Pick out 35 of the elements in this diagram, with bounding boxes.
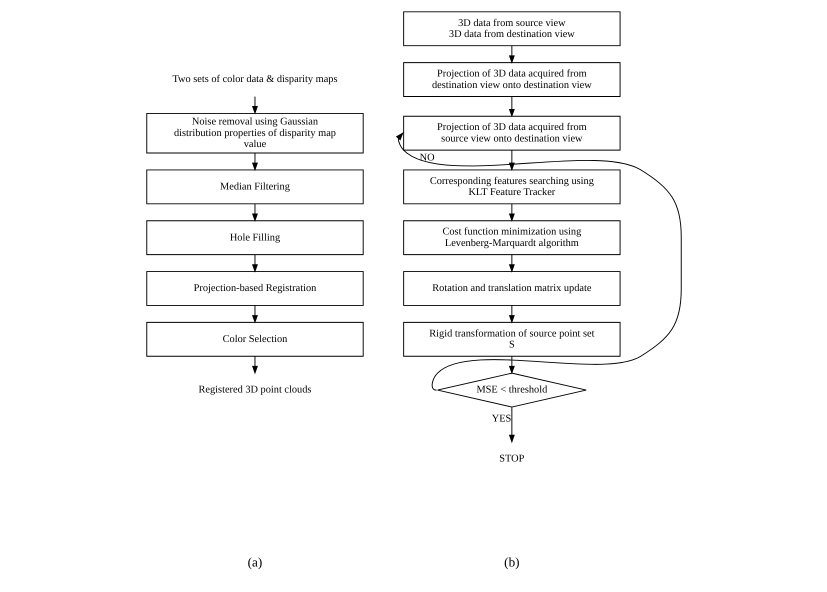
node-box: Cost function minimization using Levenberg-Marquardt algorithm bbox=[402, 220, 620, 256]
node-box: Rotation and translation matrix update bbox=[402, 271, 620, 306]
node-box: Projection-based Registration bbox=[146, 271, 364, 306]
node-diamond: MSE < threshold bbox=[436, 372, 586, 408]
arrow bbox=[252, 254, 258, 273]
node-box: Projection of 3D data acquired from destination view onto destination view bbox=[402, 62, 620, 97]
node-box: Rigid transformation of source point set S bbox=[402, 322, 620, 357]
arrow bbox=[252, 356, 258, 374]
arrow bbox=[252, 304, 258, 324]
edge-label: NO bbox=[419, 152, 434, 164]
arrow bbox=[508, 203, 514, 222]
arrow bbox=[252, 152, 258, 172]
node-box: Noise removal using Gaussian distribution properties of disparity map value bbox=[146, 112, 364, 154]
label: (a) bbox=[247, 554, 262, 570]
arrow bbox=[508, 254, 514, 273]
edge-label: YES bbox=[491, 413, 511, 424]
arrow bbox=[508, 406, 514, 444]
arrow bbox=[508, 356, 514, 374]
node-box: Color Selection bbox=[146, 322, 364, 357]
node-box: 3D data from source view 3D data from destination view bbox=[402, 11, 620, 46]
node-box: Median Filtering bbox=[146, 169, 364, 204]
label: (b) bbox=[504, 554, 520, 570]
node-text: STOP bbox=[498, 453, 524, 464]
arrow bbox=[508, 150, 514, 172]
arrow bbox=[252, 96, 258, 115]
arrow bbox=[252, 203, 258, 222]
node-text: Two sets of color data & disparity maps bbox=[172, 74, 337, 86]
arrow bbox=[508, 96, 514, 118]
node-box: Corresponding features searching using KLT Feature Tracker bbox=[402, 169, 620, 204]
node-text: Registered 3D point clouds bbox=[198, 384, 311, 396]
node-box: Projection of 3D data acquired from source view onto destination view bbox=[402, 116, 620, 151]
node-box: Hole Filling bbox=[146, 220, 364, 256]
arrow bbox=[508, 304, 514, 324]
arrow bbox=[395, 132, 682, 391]
arrow bbox=[508, 45, 514, 64]
